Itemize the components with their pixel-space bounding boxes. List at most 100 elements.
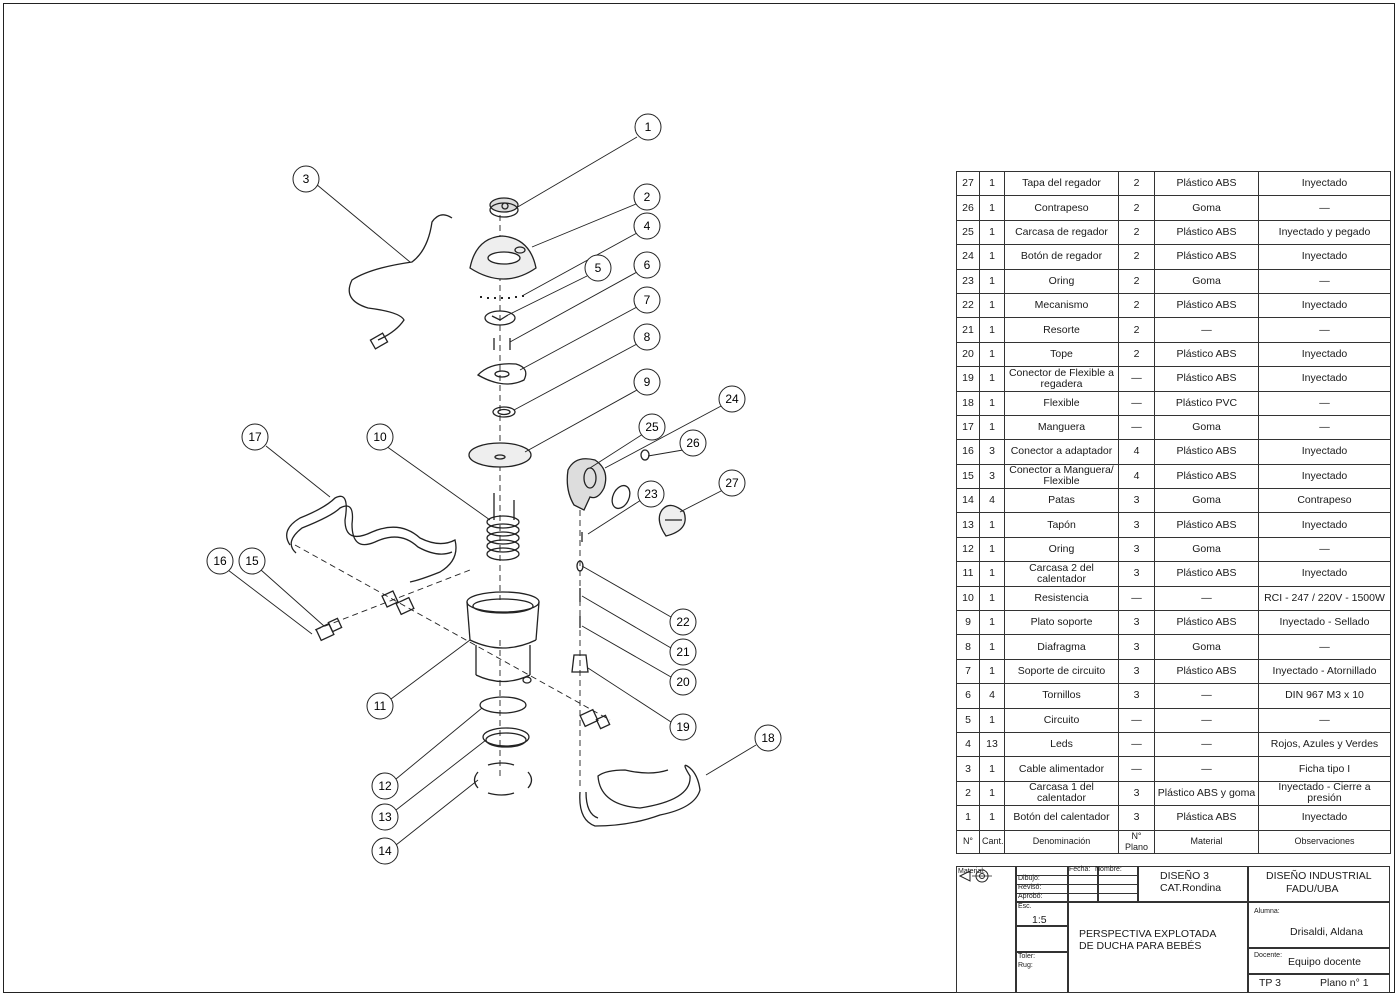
callout-label: 15 xyxy=(245,554,259,568)
part-carcasa-2 xyxy=(466,591,540,684)
reviso-label: Revisó: xyxy=(1018,884,1042,891)
callout-label: 21 xyxy=(676,645,690,659)
bom-cell: 3 xyxy=(1118,780,1155,807)
bom-cell: Diafragma xyxy=(1004,634,1119,660)
drawing-title-line1: PERSPECTIVA EXPLOTADA xyxy=(1079,928,1217,940)
bom-cell: — xyxy=(1154,585,1259,612)
bom-cell: 9 xyxy=(956,610,980,636)
callout-label: 2 xyxy=(644,190,651,204)
bom-cell: 1 xyxy=(979,780,1005,807)
dibujo-label: Dibujo: xyxy=(1018,875,1040,882)
bom-cell: Carcasa 1 del calentador xyxy=(1004,780,1119,807)
bom-cell: Tornillos xyxy=(1004,683,1119,709)
bom-cell: 1 xyxy=(979,244,1005,270)
bom-cell: Botón del calentador xyxy=(1004,805,1119,831)
docente-label: Docente: xyxy=(1254,952,1283,959)
bom-cell: Inyectado xyxy=(1258,170,1391,197)
bom-cell: — xyxy=(1258,536,1391,563)
callout-label: 18 xyxy=(761,731,775,745)
part-boton-calentador xyxy=(489,197,519,218)
bom-cell: Goma xyxy=(1154,536,1259,563)
toler-label: Toler: xyxy=(1018,953,1036,960)
exploded-view: 1 2 3 4 5 6 7 8 9 10 11 12 13 14 15 16 1… xyxy=(206,113,782,865)
docente-name: Equipo docente xyxy=(1288,956,1361,968)
callout-19: 19 xyxy=(669,713,697,741)
bom-cell: 3 xyxy=(1118,805,1155,831)
bom-cell: — xyxy=(1118,414,1155,441)
part-carcasa-1 xyxy=(469,235,537,280)
bom-header-cell: Observaciones xyxy=(1258,829,1391,854)
bom-cell: Goma xyxy=(1154,195,1259,221)
bom-cell: 1 xyxy=(979,512,1005,538)
bom-cell: 1 xyxy=(979,317,1005,343)
callout-label: 25 xyxy=(645,420,659,434)
bom-cell: Botón de regador xyxy=(1004,244,1119,270)
bom-cell: Tapa del regador xyxy=(1004,170,1119,197)
bom-cell: 7 xyxy=(956,658,980,685)
bom-cell: DIN 967 M3 x 10 xyxy=(1258,683,1391,709)
callout-label: 7 xyxy=(644,293,651,307)
bom-cell: Inyectado - Cierre a presión xyxy=(1258,780,1391,807)
plano-number: Plano n° 1 xyxy=(1320,977,1369,989)
bom-cell: 22 xyxy=(956,292,980,319)
callout-9: 9 xyxy=(633,368,661,396)
bom-cell: Plástico ABS xyxy=(1154,292,1259,319)
bom-cell: Conector de Flexible a regadera xyxy=(1004,366,1119,392)
alumna-label: Alumna: xyxy=(1254,908,1280,915)
scale-value: 1:5 xyxy=(1032,914,1047,926)
aprobo-label: Aprobó: xyxy=(1018,893,1043,900)
bom-cell: Inyectado xyxy=(1258,366,1391,392)
bom-cell: 8 xyxy=(956,634,980,660)
sheet-frame xyxy=(3,3,1395,993)
bom-header-cell: Material xyxy=(1154,829,1259,854)
bom-cell: — xyxy=(1118,731,1155,758)
callout-1: 1 xyxy=(634,113,662,141)
bom-cell: 2 xyxy=(1118,268,1155,294)
bom-cell: 4 xyxy=(979,488,1005,514)
part-oring-regador xyxy=(611,484,631,510)
bom-cell: 1 xyxy=(979,292,1005,319)
bom-cell: 1 xyxy=(979,414,1005,441)
bom-cell: 2 xyxy=(1118,317,1155,343)
callout-22: 22 xyxy=(669,608,697,636)
callout-15: 15 xyxy=(238,547,266,575)
bom-cell: 20 xyxy=(956,341,980,368)
callout-3: 3 xyxy=(292,165,320,193)
bom-cell: — xyxy=(1258,390,1391,416)
bom-cell: 18 xyxy=(956,390,980,416)
bom-cell: 26 xyxy=(956,195,980,221)
callout-label: 8 xyxy=(644,330,651,344)
part-diafragma xyxy=(492,406,516,418)
bom-cell: 1 xyxy=(979,195,1005,221)
bom-cell: Plástico ABS xyxy=(1154,244,1259,270)
bom-cell: Resistencia xyxy=(1004,585,1119,612)
bom-cell: 1 xyxy=(979,707,1005,733)
callout-27: 27 xyxy=(718,469,746,497)
bom-cell: 2 xyxy=(1118,195,1155,221)
bom-cell: 2 xyxy=(1118,341,1155,368)
callout-20: 20 xyxy=(669,668,697,696)
bom-cell: — xyxy=(1118,390,1155,416)
alumna-name: Drisaldi, Aldana xyxy=(1290,926,1363,938)
bom-cell: 3 xyxy=(1118,683,1155,709)
bom-cell: 2 xyxy=(1118,244,1155,270)
part-tapon xyxy=(482,727,530,748)
bom-cell: Inyectado xyxy=(1258,463,1391,490)
callout-18: 18 xyxy=(754,724,782,752)
material-label: Material: xyxy=(958,868,985,875)
callout-26: 26 xyxy=(679,429,707,457)
bom-cell: 3 xyxy=(956,756,980,782)
bom-cell: 3 xyxy=(1118,610,1155,636)
bom-cell: Patas xyxy=(1004,488,1119,514)
part-oring xyxy=(479,696,527,714)
